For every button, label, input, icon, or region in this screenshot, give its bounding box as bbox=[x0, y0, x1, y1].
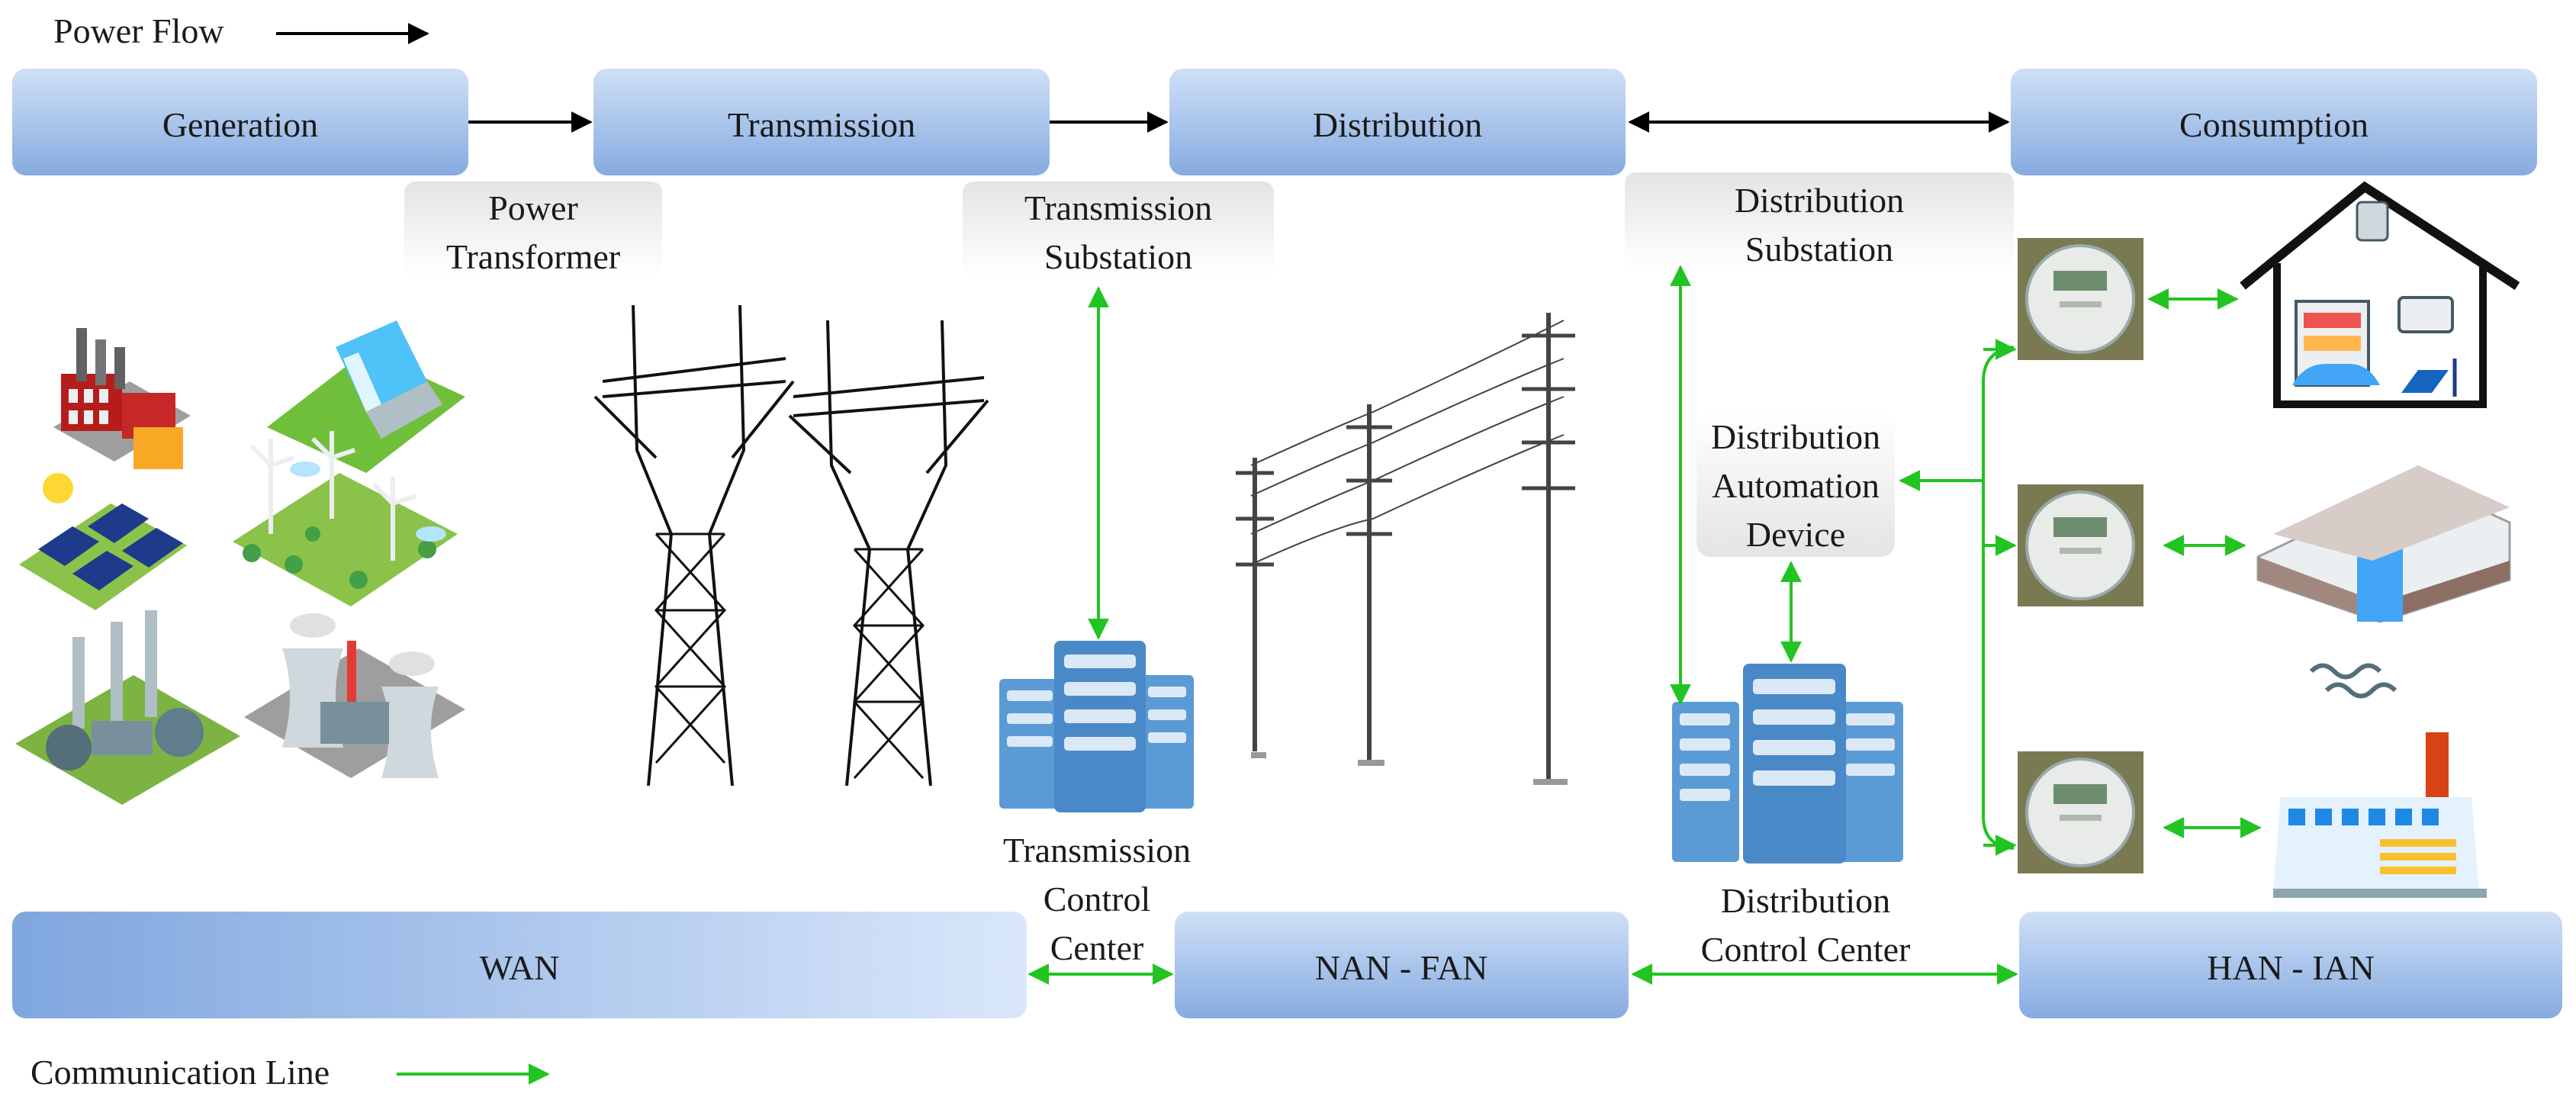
smart-meter-icon bbox=[2018, 484, 2143, 606]
dad-line2: Automation bbox=[1712, 466, 1880, 505]
home-icon bbox=[2240, 181, 2520, 408]
transmission-control-center-line3: Center bbox=[1050, 928, 1144, 967]
transmission-control-center-line2: Control bbox=[1044, 880, 1151, 918]
transmission-tower-icon bbox=[593, 304, 795, 786]
wan-label: WAN bbox=[480, 948, 560, 987]
distribution-control-server-icon bbox=[1672, 664, 1903, 864]
generation-box: Generation bbox=[12, 69, 468, 175]
power-transformer-caption: Power Transformer bbox=[404, 182, 662, 276]
distribution-control-center-line2: Control Center bbox=[1701, 930, 1911, 969]
consumption-box: Consumption bbox=[2011, 69, 2537, 175]
nan-fan-box: NAN - FAN bbox=[1175, 912, 1629, 1018]
wind-farm-icon bbox=[233, 431, 458, 606]
smart-meter-icon bbox=[2018, 751, 2143, 873]
gas-plant-icon bbox=[15, 610, 240, 805]
distribution-substation-line2: Substation bbox=[1745, 230, 1893, 269]
han-ian-label: HAN - IAN bbox=[2207, 948, 2375, 987]
transmission-control-server-icon bbox=[999, 641, 1194, 812]
power-flow-legend-label: Power Flow bbox=[53, 11, 224, 50]
comm-line-meter-bus bbox=[1982, 346, 2015, 850]
distribution-label: Distribution bbox=[1313, 105, 1482, 144]
distribution-box: Distribution bbox=[1169, 69, 1626, 175]
transmission-label: Transmission bbox=[728, 105, 915, 144]
power-transformer-line2: Transformer bbox=[446, 237, 620, 276]
generation-label: Generation bbox=[162, 105, 318, 144]
factory-icon bbox=[53, 328, 191, 469]
han-ian-box: HAN - IAN bbox=[2019, 912, 2562, 1018]
distribution-power-lines-icon bbox=[1236, 313, 1575, 785]
communication-line-legend-label: Communication Line bbox=[31, 1053, 330, 1092]
dad-line1: Distribution bbox=[1711, 417, 1880, 456]
transmission-tower-icon-2 bbox=[788, 320, 989, 786]
distribution-substation-line1: Distribution bbox=[1735, 181, 1904, 220]
office-building-icon bbox=[2256, 465, 2511, 623]
nan-fan-label: NAN - FAN bbox=[1315, 948, 1488, 987]
wan-box: WAN bbox=[12, 912, 1027, 1018]
smart-meter-icon bbox=[2018, 238, 2143, 360]
consumption-label: Consumption bbox=[2179, 105, 2369, 144]
dad-line3: Device bbox=[1746, 515, 1845, 554]
transmission-control-center-line1: Transmission bbox=[1003, 831, 1191, 870]
hydro-dam-icon bbox=[267, 320, 465, 473]
factory-consumer-icon bbox=[2273, 663, 2487, 898]
distribution-substation-caption: Distribution Substation bbox=[1625, 172, 2014, 270]
nuclear-plant-icon bbox=[244, 613, 465, 778]
transmission-substation-line1: Transmission bbox=[1024, 188, 1212, 227]
transmission-box: Transmission bbox=[593, 69, 1050, 175]
distribution-control-center-line1: Distribution bbox=[1721, 881, 1890, 920]
solar-panels-icon bbox=[19, 473, 187, 610]
distribution-automation-device-caption: Distribution Automation Device bbox=[1696, 412, 1895, 557]
transmission-substation-line2: Substation bbox=[1044, 237, 1192, 276]
transmission-substation-caption: Transmission Substation bbox=[963, 182, 1274, 276]
power-transformer-line1: Power bbox=[488, 188, 578, 227]
